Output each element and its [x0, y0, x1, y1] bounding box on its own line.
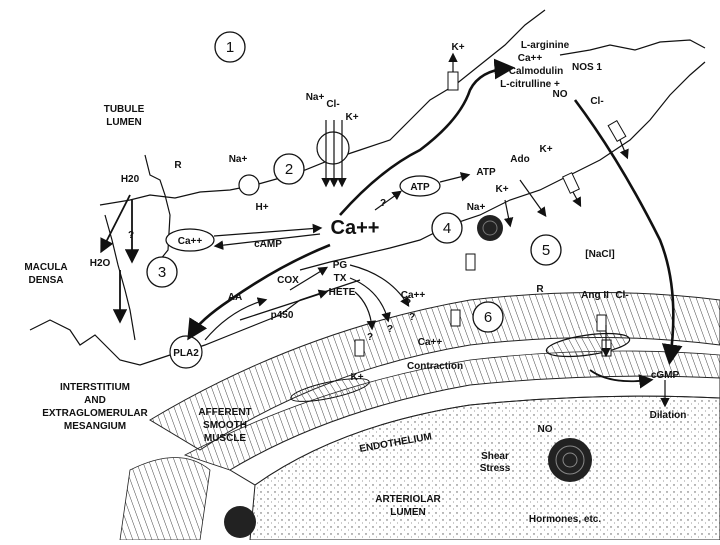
svg-text:?: ? [367, 332, 373, 343]
svg-text:MUSCLE: MUSCLE [204, 433, 247, 444]
svg-text:[NaCl]: [NaCl] [585, 249, 614, 260]
endothelial-nucleus [548, 438, 592, 482]
smooth-muscle-layer [149, 292, 720, 451]
svg-text:6: 6 [484, 309, 492, 326]
step-1: 1 [214, 31, 246, 63]
svg-text:Ca++: Ca++ [518, 53, 543, 64]
svg-text:NO: NO [538, 424, 553, 435]
svg-text:Ado: Ado [510, 154, 529, 165]
svg-text:Contraction: Contraction [407, 361, 463, 372]
svg-text:Na+: Na+ [229, 154, 248, 165]
svg-text:L-citrulline +: L-citrulline + [500, 79, 560, 90]
svg-text:COX: COX [277, 275, 299, 286]
svg-text:Cl-: Cl- [326, 99, 339, 110]
svg-text:AFFERENT: AFFERENT [198, 407, 251, 418]
svg-text:Stress: Stress [480, 463, 511, 474]
svg-text:SMOOTH: SMOOTH [203, 420, 247, 431]
step-4: 4 [431, 212, 463, 244]
pla2-circle [169, 335, 203, 369]
ca-center-label: Ca++ [331, 217, 380, 239]
svg-text:Ca++: Ca++ [418, 337, 443, 348]
step-2: 2 [273, 153, 305, 185]
basolateral-membrane-top [299, 61, 706, 271]
svg-text:1: 1 [226, 39, 234, 56]
ca-store-oval [165, 228, 215, 252]
svg-text:R: R [174, 160, 182, 171]
svg-text:Shear: Shear [481, 451, 509, 462]
svg-text:K+: K+ [495, 184, 508, 195]
svg-text:L-arginine: L-arginine [521, 40, 570, 51]
svg-text:LUMEN: LUMEN [390, 507, 426, 518]
svg-text:H2O: H2O [90, 258, 111, 269]
svg-text:Ca++: Ca++ [401, 290, 426, 301]
svg-text:K+: K+ [451, 42, 464, 53]
atp-oval [399, 175, 441, 197]
na-k-2cl-cotransporter [316, 131, 350, 165]
svg-text:EXTRAGLOMERULAR: EXTRAGLOMERULAR [42, 408, 148, 419]
step-5: 5 [530, 234, 562, 266]
svg-text:H20: H20 [121, 174, 140, 185]
svg-text:NO: NO [553, 89, 568, 100]
svg-text:ATP: ATP [476, 167, 496, 178]
svg-text:Na+: Na+ [306, 92, 325, 103]
svg-text:Dilation: Dilation [650, 410, 687, 421]
k-channel-top [447, 71, 459, 91]
svg-text:ARTERIOLAR: ARTERIOLAR [375, 494, 441, 505]
interstitium-border [29, 279, 361, 366]
svg-text:cAMP: cAMP [254, 239, 282, 250]
svg-text:ATP: ATP [410, 182, 430, 193]
svg-text:R: R [536, 284, 544, 295]
k-channel-right [562, 172, 580, 194]
svg-text:MESANGIUM: MESANGIUM [64, 421, 126, 432]
arteriolar-lumen-area [249, 395, 720, 541]
svg-text:AND: AND [84, 395, 106, 406]
svg-text:p450: p450 [271, 310, 294, 321]
svg-text:Ca++: Ca++ [178, 236, 203, 247]
cl-channel [607, 120, 627, 142]
svg-text:2: 2 [285, 161, 293, 178]
svg-text:K+: K+ [539, 144, 552, 155]
svg-text:H+: H+ [255, 202, 268, 213]
svg-text:K+: K+ [350, 372, 363, 383]
tubule-lumen-label-2: LUMEN [106, 117, 142, 128]
svg-text:Hormones, etc.: Hormones, etc. [529, 514, 601, 525]
macula-densa-nucleus [477, 215, 503, 241]
svg-text:Calmodulin: Calmodulin [509, 66, 563, 77]
macula-densa-label-2: DENSA [28, 275, 63, 286]
svg-text:?: ? [387, 324, 393, 335]
svg-text:PLA2: PLA2 [173, 348, 199, 359]
svg-text:PG: PG [333, 260, 348, 271]
svg-text:Na+: Na+ [467, 202, 486, 213]
svg-text:INTERSTITIUM: INTERSTITIUM [60, 382, 130, 393]
svg-text:cGMP: cGMP [651, 370, 680, 381]
svg-text:K+: K+ [345, 112, 358, 123]
svg-text:Ang II: Ang II [581, 290, 609, 301]
svg-text:Cl-: Cl- [590, 96, 603, 107]
svg-text:?: ? [405, 298, 411, 309]
tubule-lumen-label-1: TUBULE [104, 104, 145, 115]
svg-text:HETE: HETE [329, 287, 356, 298]
svg-text:5: 5 [542, 242, 550, 259]
svg-text:4: 4 [443, 220, 451, 237]
svg-text:?: ? [128, 230, 134, 241]
step-6: 6 [472, 301, 504, 333]
step-3: 3 [146, 256, 178, 288]
svg-text:?: ? [409, 312, 415, 323]
svg-text:Cl-: Cl- [615, 290, 628, 301]
apical-membrane-right [559, 39, 706, 56]
macula-densa-label-1: MACULA [24, 262, 67, 273]
na-h-exchanger [238, 174, 260, 196]
svg-text:?: ? [380, 198, 386, 209]
svg-text:NOS 1: NOS 1 [572, 62, 602, 73]
svg-text:AA: AA [228, 292, 242, 303]
svg-text:3: 3 [158, 264, 166, 281]
svg-text:TX: TX [334, 273, 347, 284]
